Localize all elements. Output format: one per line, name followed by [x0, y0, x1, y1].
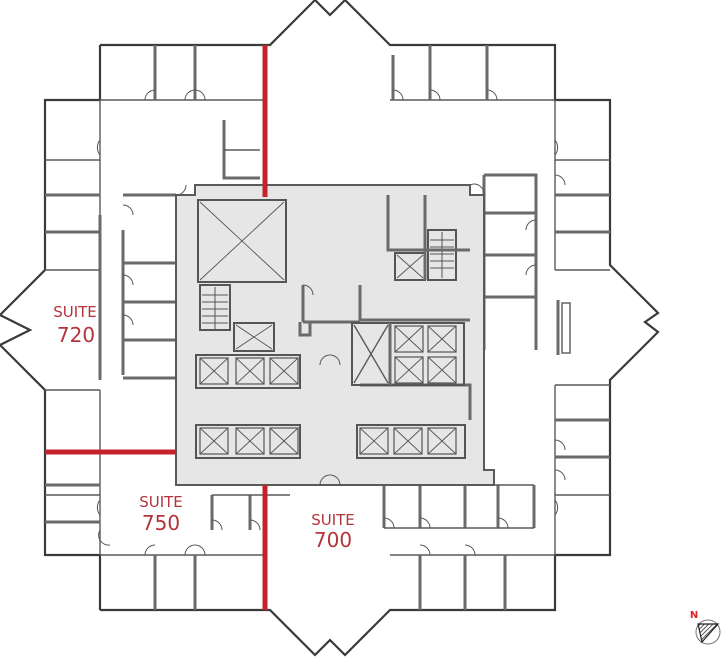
- north-compass: N: [690, 610, 721, 645]
- exterior-wall: [0, 0, 660, 657]
- building-core: [175, 183, 495, 486]
- compass-north-label: N: [690, 610, 698, 621]
- elevator-car-cross: [235, 357, 265, 385]
- elevator-car: [199, 427, 229, 455]
- elevator-car-cross: [359, 427, 389, 455]
- elevator-car-cross: [269, 427, 299, 455]
- elevator-cars: [199, 325, 457, 455]
- elevator-car: [269, 427, 299, 455]
- elevator-car: [359, 427, 389, 455]
- suite-label-700: SUITE 700: [311, 511, 355, 552]
- elevator-car-cross: [269, 357, 299, 385]
- elevator-car: [427, 325, 457, 353]
- elevator-car-cross: [427, 356, 457, 384]
- stair-left: [199, 284, 231, 331]
- elevator-car: [269, 357, 299, 385]
- elevator-car: [427, 427, 457, 455]
- elevator-car-cross: [394, 325, 424, 353]
- elevator-car-cross: [427, 325, 457, 353]
- elevator-car: [235, 427, 265, 455]
- elevator-car: [199, 357, 229, 385]
- suite-label-750-word: SUITE: [139, 493, 183, 511]
- elevator-car: [393, 427, 423, 455]
- elevator-car: [394, 325, 424, 353]
- suite-label-720: SUITE 720: [53, 303, 97, 347]
- suite-label-750-number: 750: [142, 511, 180, 535]
- suite-label-700-number: 700: [314, 528, 352, 552]
- suite-dividers: [45, 45, 268, 610]
- suite-label-720-number: 720: [57, 323, 95, 347]
- suite-label-750: SUITE 750: [139, 493, 183, 535]
- elevator-car-cross: [235, 427, 265, 455]
- suite-label-720-word: SUITE: [53, 303, 97, 321]
- elevator-car-cross: [199, 357, 229, 385]
- doors: [96, 89, 566, 556]
- elevator-car-cross: [427, 427, 457, 455]
- elevator-car-cross: [394, 356, 424, 384]
- suite-label-700-word: SUITE: [311, 511, 355, 529]
- elevator-car-cross: [199, 427, 229, 455]
- stair-right: [427, 229, 457, 281]
- elevator-car-cross: [393, 427, 423, 455]
- elevator-car: [235, 357, 265, 385]
- elevator-car: [394, 356, 424, 384]
- elevator-car: [427, 356, 457, 384]
- compass-arrow-icon: [697, 623, 720, 644]
